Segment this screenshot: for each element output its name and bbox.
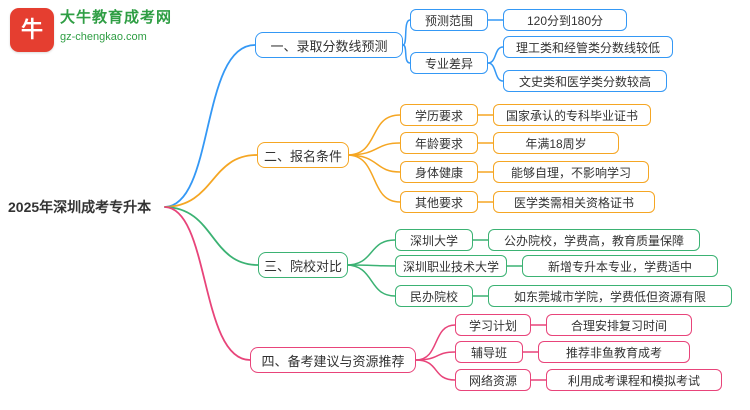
connector bbox=[346, 154, 401, 203]
sub-node-tutoring-class: 辅导班 bbox=[455, 341, 523, 363]
bull-icon: 牛 bbox=[10, 8, 54, 52]
sub-node-study-plan: 学习计划 bbox=[455, 314, 531, 336]
sub-node-forecast-range: 预测范围 bbox=[410, 9, 488, 31]
value-node-health-req: 能够自理，不影响学习 bbox=[493, 161, 649, 183]
root-node: 2025年深圳成考专升本 bbox=[8, 199, 152, 215]
sub-node-other-req: 其他要求 bbox=[400, 191, 478, 213]
connector bbox=[346, 114, 401, 156]
sub-node-private-colleges: 民办院校 bbox=[395, 285, 473, 307]
connector bbox=[402, 44, 411, 64]
sub-node-shenzhen-univ: 深圳大学 bbox=[395, 229, 473, 251]
value-node-study-plan: 合理安排复习时间 bbox=[546, 314, 692, 336]
branch-node-4: 四、备考建议与资源推荐 bbox=[250, 347, 416, 373]
branch-node-2: 二、报名条件 bbox=[257, 142, 349, 168]
value-node-private-colleges: 如东莞城市学院，学费低但资源有限 bbox=[488, 285, 732, 307]
value-node-arts-higher: 文史类和医学类分数较高 bbox=[503, 70, 667, 92]
sub-node-age-req: 年龄要求 bbox=[400, 132, 478, 154]
site-url: gz-chengkao.com bbox=[60, 31, 147, 43]
connector bbox=[164, 154, 258, 208]
bull-glyph: 牛 bbox=[20, 17, 43, 42]
value-node-science-lower: 理工类和经管类分数线较低 bbox=[503, 36, 673, 58]
sub-node-major-difference: 专业差异 bbox=[410, 52, 488, 74]
branch-node-1: 一、录取分数线预测 bbox=[255, 32, 403, 58]
connector bbox=[487, 62, 504, 82]
connector bbox=[487, 46, 504, 64]
connector bbox=[345, 264, 396, 267]
value-node-tutoring-class: 推荐非鱼教育成考 bbox=[538, 341, 690, 363]
connector bbox=[164, 206, 259, 266]
connector bbox=[415, 324, 456, 361]
sub-node-health-req: 身体健康 bbox=[400, 161, 478, 183]
connector bbox=[345, 264, 396, 297]
connector bbox=[415, 359, 456, 381]
value-node-polytechnic-univ: 新增专升本专业，学费适中 bbox=[522, 255, 718, 277]
connector bbox=[164, 44, 256, 208]
connector bbox=[164, 206, 251, 361]
value-node-other-req: 医学类需相关资格证书 bbox=[493, 191, 655, 213]
connector bbox=[345, 239, 396, 266]
connector bbox=[346, 154, 401, 173]
sub-node-online-resources: 网络资源 bbox=[455, 369, 531, 391]
sub-node-education-req: 学历要求 bbox=[400, 104, 478, 126]
value-node-online-resources: 利用成考课程和模拟考试 bbox=[546, 369, 722, 391]
connector bbox=[346, 142, 401, 156]
logo: 牛 大牛教育成考网 gz-chengkao.com bbox=[10, 8, 172, 52]
sub-node-polytechnic-univ: 深圳职业技术大学 bbox=[395, 255, 507, 277]
connector bbox=[415, 351, 456, 361]
site-name: 大牛教育成考网 bbox=[60, 9, 173, 26]
connector bbox=[402, 19, 411, 46]
value-node-shenzhen-univ: 公办院校，学费高，教育质量保障 bbox=[488, 229, 700, 251]
value-node-forecast-range: 120分到180分 bbox=[503, 9, 627, 31]
branch-node-3: 三、院校对比 bbox=[258, 252, 348, 278]
value-node-age-req: 年满18周岁 bbox=[493, 132, 619, 154]
value-node-education-req: 国家承认的专科毕业证书 bbox=[493, 104, 651, 126]
